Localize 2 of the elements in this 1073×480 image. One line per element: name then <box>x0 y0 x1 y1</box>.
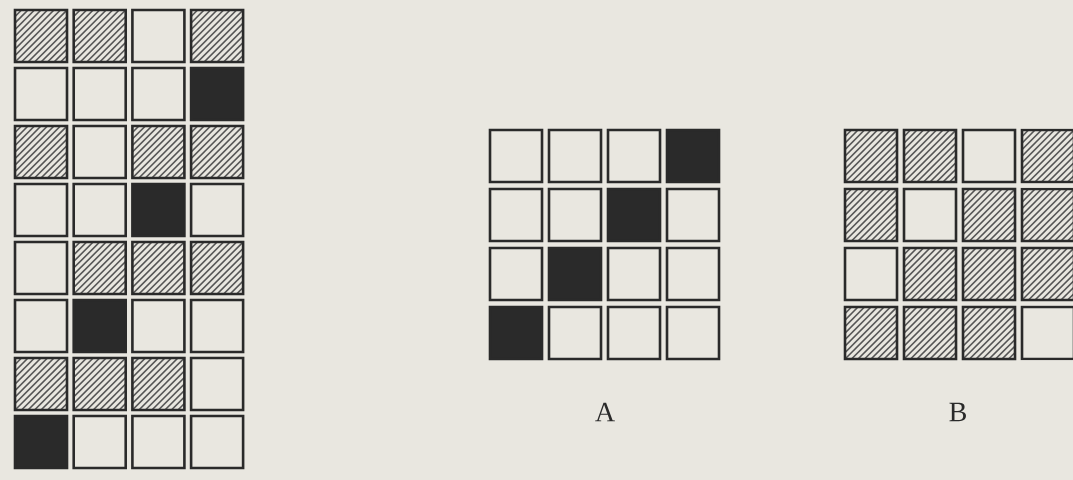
grid-label: B <box>949 402 966 422</box>
grid-label: A <box>595 402 615 422</box>
